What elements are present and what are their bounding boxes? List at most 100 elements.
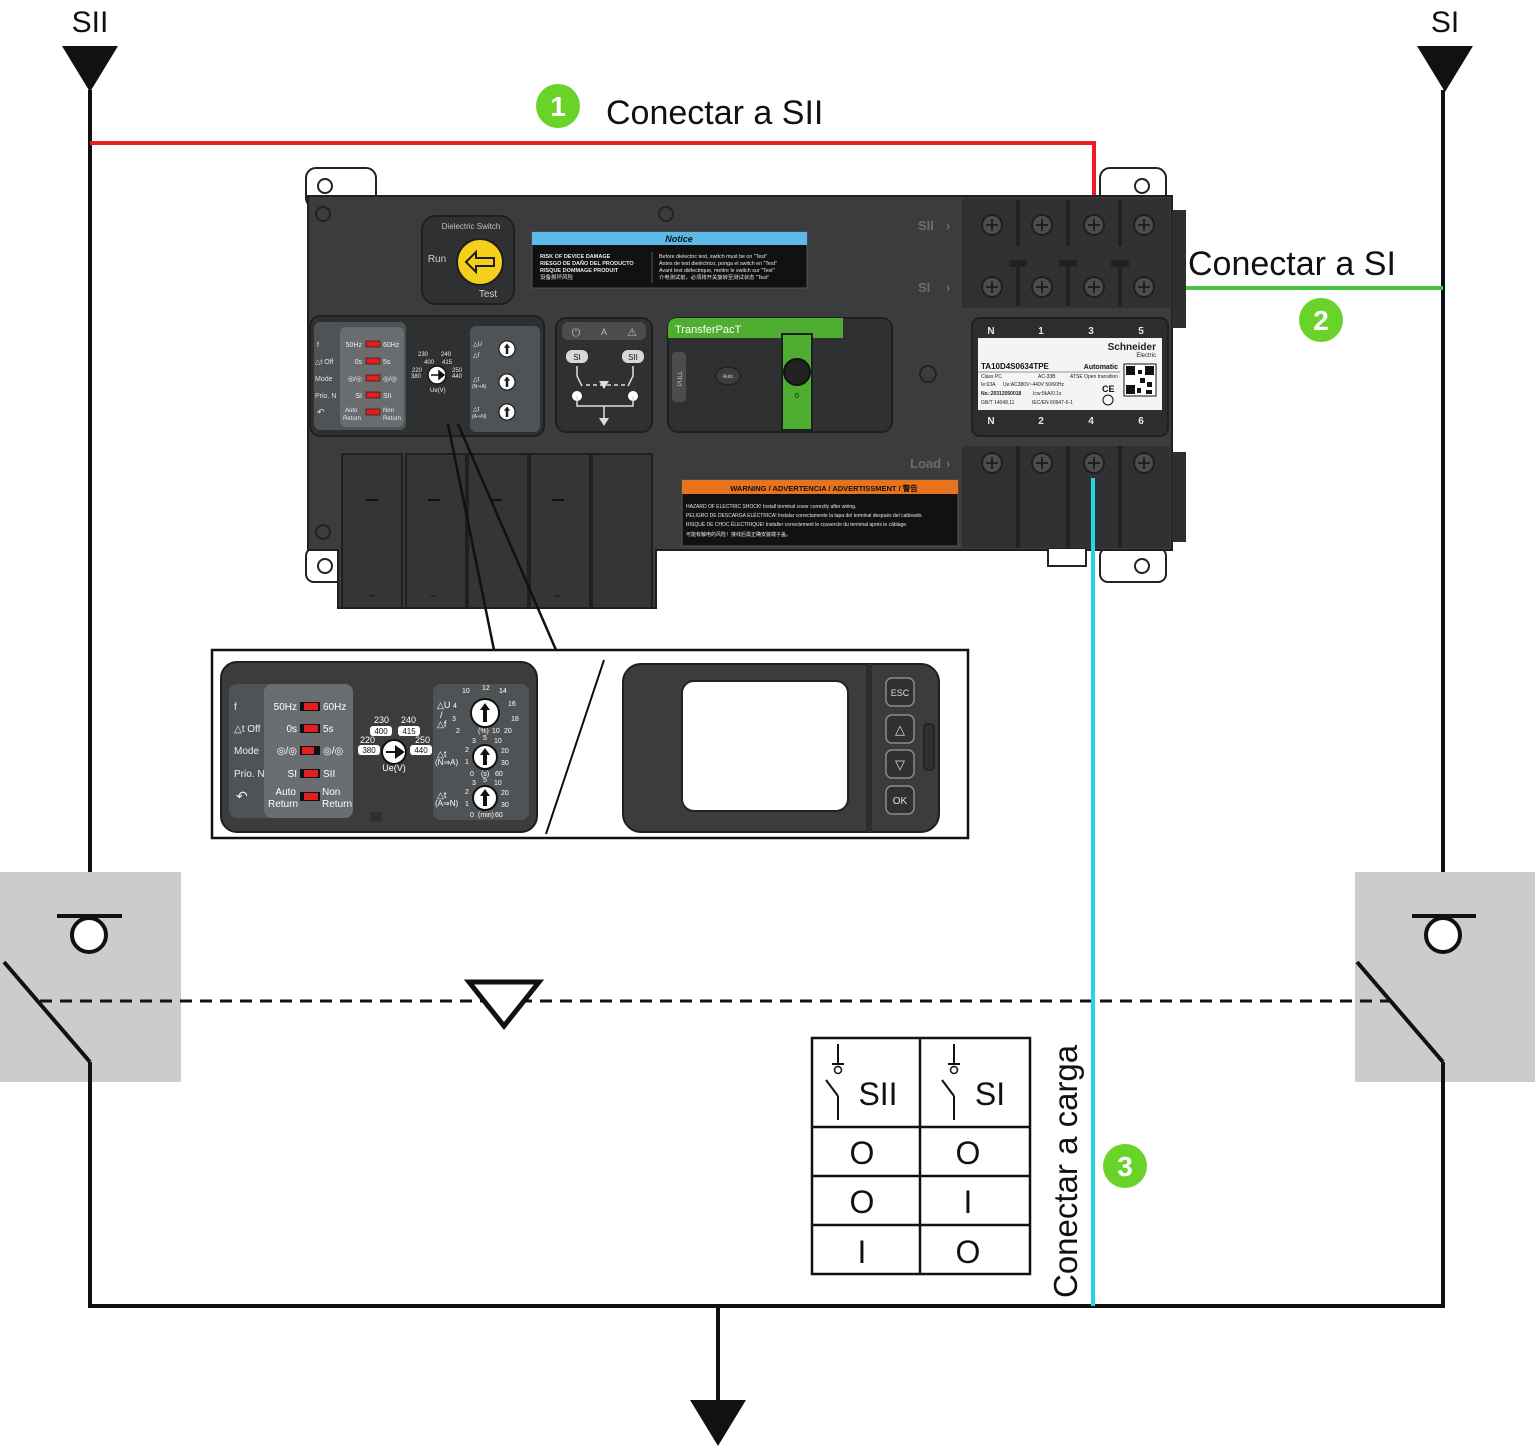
dip-right-value: SII: [323, 769, 335, 780]
truth-table: SII SI O O O I I O: [810, 1036, 1032, 1276]
ok-button-label: OK: [893, 796, 908, 807]
terminal-row-load[interactable]: [981, 446, 1155, 548]
notice-left-line: RIESGO DE DAÑO DEL PRODUCTO: [540, 260, 634, 267]
hmi-ok-button[interactable]: OK: [885, 785, 915, 815]
pull-label: PULL: [678, 370, 684, 386]
load-output: [88, 1304, 1445, 1446]
setting-label-priority: Prio. N: [234, 769, 265, 780]
warning-line: RISQUE DE CHOC ÉLECTRIQUE! Installer cor…: [686, 521, 907, 528]
dip-switch-priority[interactable]: [300, 769, 320, 778]
hmi-down-button[interactable]: ▽: [885, 749, 915, 779]
step-label: Conectar a carga: [1047, 1044, 1084, 1298]
dip-switch[interactable]: [365, 408, 381, 416]
transferpact-device: Dielectric Switch Run Test Notice RISK O…: [305, 167, 1186, 609]
svg-text:Non: Non: [383, 408, 394, 414]
arrow-right-icon: [386, 745, 405, 759]
svg-text:250: 250: [452, 368, 463, 374]
spec-cell: IEC/EN 60947-6-1: [1032, 400, 1073, 406]
terminal-row-si[interactable]: [981, 260, 1155, 306]
terminal-label-si: SI: [918, 280, 930, 295]
dial-return-time[interactable]: [498, 403, 516, 421]
spec-cell: Ue:AC380V~440V 50/60Hz: [1003, 382, 1065, 388]
svg-text:2: 2: [465, 747, 469, 754]
svg-text:~: ~: [430, 589, 437, 603]
step-label: Conectar a SI: [1188, 245, 1396, 283]
hmi-esc-button[interactable]: ESC: [885, 677, 915, 707]
svg-text:415: 415: [442, 360, 453, 366]
alarm-icon: ⚠: [627, 327, 637, 339]
dip-switch[interactable]: [365, 357, 381, 365]
svg-text:20: 20: [504, 728, 512, 735]
step-label: Conectar a SII: [606, 94, 823, 132]
svg-text:(s): (s): [481, 771, 489, 778]
voltage-option: 230: [374, 715, 389, 725]
truth-table-cell: O: [956, 1135, 981, 1171]
svg-text:Return: Return: [268, 799, 298, 810]
svg-text:(A⇒N): (A⇒N): [472, 414, 487, 420]
source-si-label: SI: [1431, 6, 1459, 39]
dielectric-switch[interactable]: Dielectric Switch Run Test: [421, 215, 515, 305]
voltage-option: 440: [414, 746, 428, 755]
svg-text:10: 10: [462, 688, 470, 695]
hmi-up-button[interactable]: △: [885, 714, 915, 744]
device-type: Automatic: [1084, 364, 1118, 371]
source-sii: SII: [62, 6, 118, 916]
svg-text:(N⇒A): (N⇒A): [472, 384, 487, 390]
dip-right-value: 5s: [323, 724, 334, 735]
dip-switch-toff[interactable]: [300, 724, 320, 733]
dielectric-knob[interactable]: [456, 238, 504, 286]
dip-switch[interactable]: [365, 391, 381, 399]
svg-text:230: 230: [418, 352, 429, 358]
svg-text:60: 60: [495, 771, 503, 778]
warning-line: PELIGRO DE DESCARGA ELÉCTRICA! Instalar …: [686, 512, 923, 519]
svg-text:4: 4: [453, 703, 457, 710]
svg-text:16: 16: [508, 701, 516, 708]
svg-text:10: 10: [494, 780, 502, 787]
terminal-label-sii: SII: [918, 218, 934, 233]
brand-logo-text: Schneider: [1108, 342, 1156, 353]
dial-voltage-frequency[interactable]: 10 12 14 16 18 20 4 3 2 10 (%): [452, 685, 519, 735]
auto-manual-selector[interactable]: [715, 366, 741, 386]
dip-switch[interactable]: [365, 340, 381, 348]
dip-switch[interactable]: [365, 374, 381, 382]
ccc-mark-icon: [1102, 394, 1114, 406]
dial-voltage-freq[interactable]: [498, 340, 516, 358]
notice-left-line: RISK OF DEVICE DAMAGE: [540, 254, 611, 260]
dip-switch-mode[interactable]: [300, 746, 320, 755]
terminal-label-load: Load: [910, 456, 941, 471]
terminal-row-sii[interactable]: [981, 200, 1155, 246]
svg-text:12: 12: [482, 685, 490, 692]
arrow-right-icon: [431, 369, 446, 381]
dial-transfer-time[interactable]: 3 5 10 2 20 1 30 0 (s) 60: [465, 735, 509, 778]
dial-return-time[interactable]: 3 5 10 2 20 1 30 0 (min) 60: [465, 777, 509, 819]
notice-right-line: Avant test diélectrique, mettre le switc…: [659, 268, 775, 274]
source-sii-label: SII: [72, 6, 109, 39]
voltage-selector-large[interactable]: 230 240 220 250 400 415 380 440 Ue(V): [358, 715, 432, 773]
brand-panel-title: TransferPacT: [675, 324, 742, 336]
voltage-option: 220: [360, 735, 375, 745]
pole-label: 1: [1038, 326, 1044, 337]
svg-text:5: 5: [483, 735, 487, 742]
svg-text:△f: △f: [473, 353, 480, 359]
svg-text:0: 0: [795, 393, 799, 400]
setting-label: Prio. N: [315, 393, 336, 400]
spec-cell: No.:20312050018: [981, 391, 1022, 397]
load-indicator-icon: [599, 418, 609, 426]
svg-text:30: 30: [501, 760, 509, 767]
svg-text:△t: △t: [473, 377, 480, 383]
dip-left-value: ◎/◎: [348, 376, 362, 383]
svg-text:440: 440: [452, 374, 463, 380]
svg-text:Return: Return: [343, 416, 361, 422]
svg-text:Auto: Auto: [345, 408, 358, 414]
svg-text:10: 10: [494, 738, 502, 745]
pole-label: N: [987, 326, 994, 337]
qr-code-icon: [1123, 363, 1157, 397]
dial-transfer-time[interactable]: [498, 373, 516, 391]
source-si-arrow: [1417, 46, 1473, 92]
svg-text:(%): (%): [478, 728, 489, 735]
svg-text:Non: Non: [322, 787, 340, 798]
notice-right-line: Before dielectric test, switch must be o…: [659, 254, 767, 260]
dip-switch-frequency[interactable]: [300, 702, 320, 711]
dip-right-value: 60Hz: [383, 342, 400, 349]
dip-switch-return[interactable]: [300, 792, 320, 801]
